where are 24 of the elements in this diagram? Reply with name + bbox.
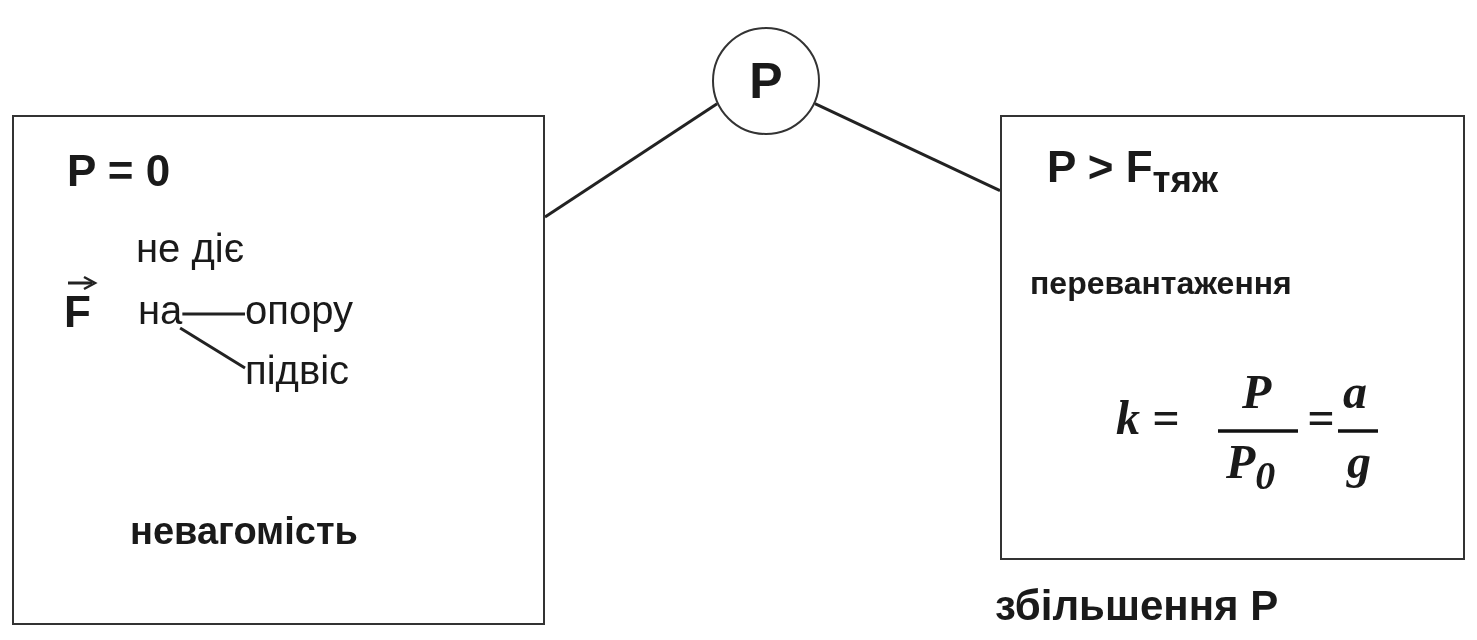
node-text: P > F$_{тяж}$ bbox=[1047, 145, 1218, 199]
node-text: P = 0 bbox=[67, 149, 171, 193]
formula-text: k = bbox=[1116, 394, 1180, 442]
formula-text: = bbox=[1307, 394, 1335, 442]
node-text: перевантаження bbox=[1030, 267, 1292, 299]
vector-symbol: F bbox=[64, 290, 91, 334]
word-label: опору bbox=[245, 290, 353, 330]
node-text: P bbox=[749, 56, 783, 106]
connector-line bbox=[182, 312, 245, 316]
rounded-box bbox=[12, 115, 545, 625]
caption-text: збільшення P bbox=[995, 585, 1279, 627]
connector-line bbox=[814, 102, 1001, 192]
formula-text: P bbox=[1242, 368, 1272, 416]
connector-line bbox=[179, 326, 246, 370]
word-label: на bbox=[138, 290, 183, 330]
node-text: невагомість bbox=[130, 512, 358, 550]
label-text: не діє bbox=[136, 228, 245, 268]
connector-line bbox=[544, 102, 718, 219]
rounded-box bbox=[1000, 115, 1465, 560]
word-label: підвіс bbox=[245, 350, 350, 390]
circle-node bbox=[712, 27, 820, 135]
formula-text: P$_{0}$ bbox=[1226, 438, 1276, 496]
formula-text: g bbox=[1347, 438, 1371, 486]
formula-text: a bbox=[1343, 368, 1367, 416]
